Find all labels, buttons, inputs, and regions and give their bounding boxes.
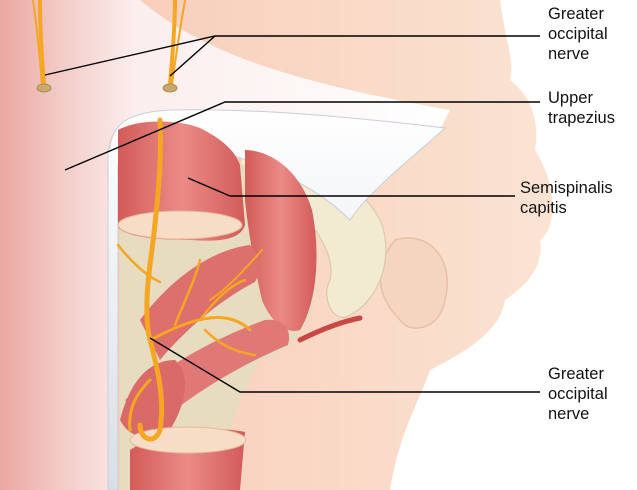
label-greater-occipital-nerve-bottom: Greater occipital nerve [548, 364, 608, 424]
label-semispinalis-capitis: Semispinalis capitis [520, 178, 613, 218]
nerve-exit-left [37, 84, 51, 92]
semispinalis-cut-surface [118, 211, 242, 239]
nerve-exit-right [163, 84, 177, 92]
label-upper-trapezius: Upper trapezius [548, 88, 615, 128]
label-greater-occipital-nerve-top: Greater occipital nerve [548, 4, 608, 64]
